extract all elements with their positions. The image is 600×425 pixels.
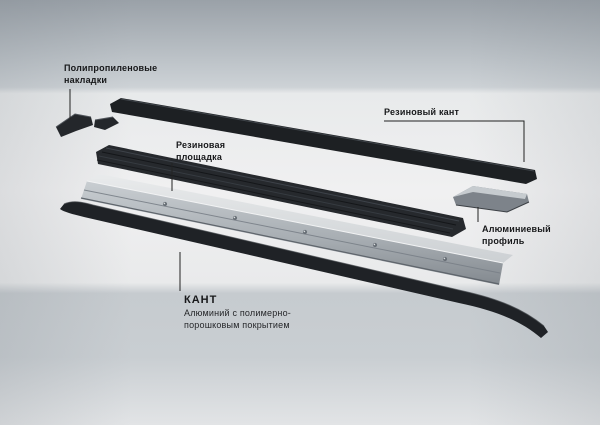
label-rubber-platform: Резиновая площадка	[176, 140, 226, 162]
aluminum-profile	[80, 174, 513, 285]
label-rubber-edge: Резиновый кант	[384, 107, 460, 117]
polypropylene-pads	[55, 113, 119, 137]
rubber-edge-strip	[110, 98, 537, 184]
aluminum-profile-end-cap	[453, 186, 530, 213]
label-polypropylene-pads: Полипропиленовые накладки	[64, 63, 158, 85]
kant-strip	[60, 201, 548, 338]
rubber-platform	[96, 145, 466, 237]
leader-lines	[69, 89, 525, 291]
rivets	[162, 201, 448, 262]
label-kant-title: КАНТ	[184, 294, 218, 306]
leader-rubber-edge	[384, 120, 525, 162]
label-aluminum-profile: Алюминиевый профиль	[482, 224, 551, 246]
label-kant-subtitle: Алюминий с полимерно- порошковым покрыти…	[184, 308, 291, 330]
